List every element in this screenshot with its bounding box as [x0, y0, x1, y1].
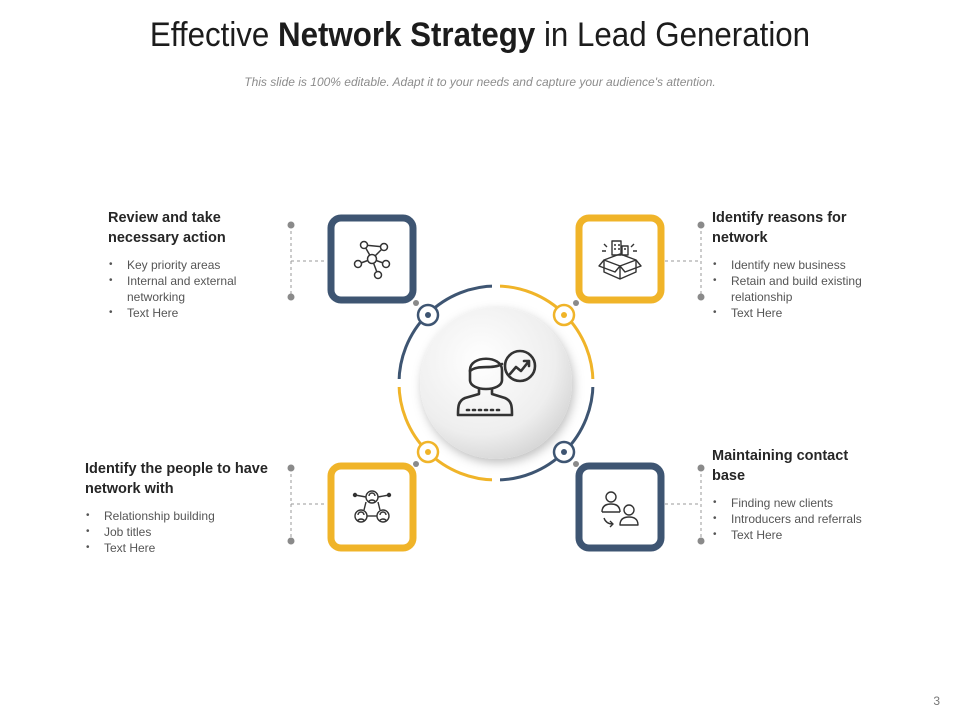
people-exchange-icon: [601, 491, 639, 528]
junction-top-left: [416, 303, 440, 327]
junction-bottom-right: [552, 440, 576, 464]
item-heading: Maintaining contact base: [712, 448, 849, 484]
person-growth-icon: [456, 349, 537, 417]
people-connections-icon: [352, 490, 392, 523]
bullet-item: Key priority areas: [108, 257, 278, 273]
page-number: 3: [933, 694, 940, 708]
bullet-item: Text Here: [85, 540, 270, 556]
page-subtitle: This slide is 100% editable. Adapt it to…: [244, 75, 716, 89]
bullet-list: Key priority areas Internal and external…: [108, 257, 278, 321]
junction-bottom-left: [416, 440, 440, 464]
bullet-item: Job titles: [85, 524, 270, 540]
bullet-item: Internal and external networking: [108, 273, 278, 305]
title-part2: in Lead Generation: [535, 16, 811, 54]
connector-brackets: [290, 225, 702, 541]
center-disc: [420, 307, 572, 459]
item-people: Identify the people to have network with…: [85, 459, 270, 556]
junction-markers: [416, 303, 576, 464]
bullet-item: Text Here: [108, 305, 278, 321]
icon-frame-bottom-right: [575, 462, 665, 552]
bullet-item: Relationship building: [85, 508, 270, 524]
bullet-item: Text Here: [712, 305, 872, 321]
bullet-list: Relationship building Job titles Text He…: [85, 508, 270, 556]
item-review: Review and take necessary action Key pri…: [108, 208, 278, 321]
title-part1: Effective: [149, 16, 279, 54]
bullet-item: Text Here: [712, 527, 862, 543]
bullet-item: Identify new business: [712, 257, 872, 273]
bullet-item: Introducers and referrals: [712, 511, 862, 527]
network-nodes-icon: [353, 240, 391, 280]
junction-top-right: [552, 303, 576, 327]
connector-dots: [287, 221, 705, 545]
item-heading: Identify the people to have network with: [85, 461, 268, 497]
item-heading: Identify reasons for network: [712, 210, 847, 246]
item-reasons: Identify reasons for network Identify ne…: [712, 208, 872, 321]
bullet-list: Finding new clients Introducers and refe…: [712, 495, 862, 543]
box-buildings-icon: [598, 240, 642, 280]
corner-dots: [413, 300, 579, 467]
title-bold: Network Strategy: [278, 16, 536, 54]
bullet-item: Finding new clients: [712, 495, 862, 511]
ring-gaps: [395, 282, 597, 484]
bullet-list: Identify new business Retain and build e…: [712, 257, 872, 321]
icon-frame-bottom-left: [327, 462, 417, 552]
item-heading: Review and take necessary action: [108, 210, 226, 246]
bullet-item: Retain and build existing relationship: [712, 273, 872, 305]
page-title: Effective Network Strategy in Lead Gener…: [38, 16, 921, 55]
icon-frame-top-right: [575, 214, 665, 304]
item-contact-base: Maintaining contact base Finding new cli…: [712, 446, 862, 543]
